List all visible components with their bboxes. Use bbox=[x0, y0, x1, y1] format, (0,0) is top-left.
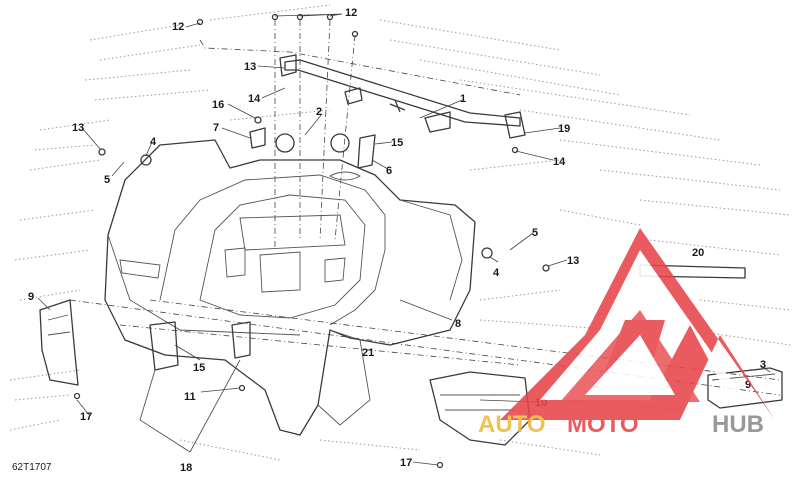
part-rack-bar bbox=[279, 54, 526, 139]
callout-14-upper: 14 bbox=[248, 93, 261, 105]
callout-9-right: 9 bbox=[745, 379, 751, 391]
callout-11: 11 bbox=[184, 391, 196, 403]
callout-4-left: 4 bbox=[150, 136, 157, 148]
callout-18: 18 bbox=[180, 462, 192, 474]
part-brackets bbox=[149, 321, 251, 371]
callout-12-left: 12 bbox=[172, 21, 184, 33]
callout-15-upper: 15 bbox=[391, 137, 403, 149]
watermark-logo: AUTO MOTO HUB bbox=[478, 228, 775, 438]
callout-leader-lines bbox=[37, 13, 771, 466]
part-left-flap bbox=[39, 299, 79, 386]
callout-19: 19 bbox=[558, 123, 570, 135]
callout-3: 3 bbox=[760, 359, 766, 371]
part-rear-fender-body bbox=[104, 139, 476, 436]
callout-labels: 12 12 13 14 16 7 2 1 19 14 15 6 13 4 5 5… bbox=[28, 7, 766, 474]
callout-13-upper: 13 bbox=[244, 61, 256, 73]
callout-21: 21 bbox=[362, 347, 374, 359]
callout-15-lower: 15 bbox=[193, 362, 205, 374]
callout-8: 8 bbox=[455, 318, 461, 330]
callout-12-top: 12 bbox=[345, 7, 357, 19]
callout-16: 16 bbox=[212, 99, 224, 111]
callout-2: 2 bbox=[316, 106, 322, 118]
diagram-code: 62T1707 bbox=[12, 462, 52, 473]
watermark-text-moto: MOTO bbox=[567, 411, 639, 438]
callout-14-right: 14 bbox=[553, 156, 566, 168]
callout-6-upper: 6 bbox=[386, 165, 392, 177]
callout-20: 20 bbox=[692, 247, 704, 259]
callout-1: 1 bbox=[460, 93, 466, 105]
callout-17-bottom: 17 bbox=[400, 457, 412, 469]
callout-4-right: 4 bbox=[493, 267, 500, 279]
callout-17-left: 17 bbox=[80, 411, 92, 423]
part-right-flap bbox=[429, 371, 531, 446]
hardware-fasteners bbox=[73, 13, 550, 469]
callout-5-right: 5 bbox=[532, 227, 538, 239]
callout-5-left: 5 bbox=[104, 174, 110, 186]
watermark-text-auto: AUTO bbox=[478, 411, 546, 438]
callout-13-right: 13 bbox=[567, 255, 579, 267]
callout-13-left: 13 bbox=[72, 122, 84, 134]
watermark-triangle-icon bbox=[500, 228, 775, 420]
callout-9-left: 9 bbox=[28, 291, 34, 303]
callout-7: 7 bbox=[213, 122, 219, 134]
watermark-text-hub: HUB bbox=[712, 411, 764, 438]
